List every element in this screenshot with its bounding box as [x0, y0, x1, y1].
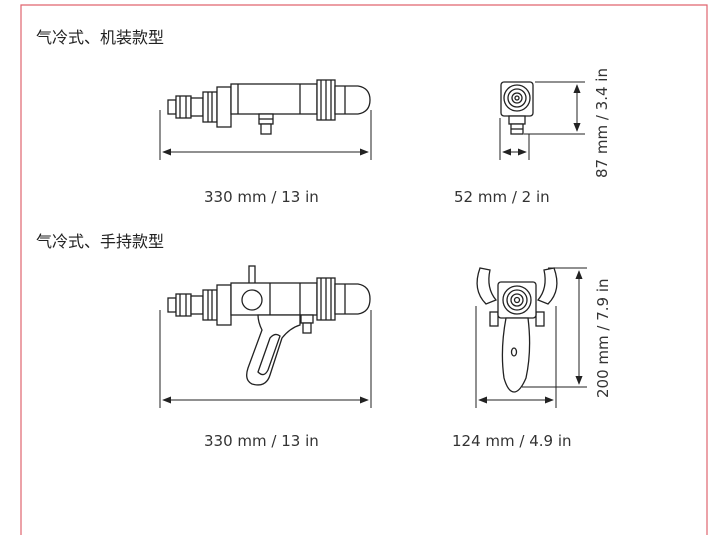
height-label-1: 87 mm / 3.4 in	[593, 68, 611, 178]
side-width-dimension-1	[159, 110, 372, 160]
machine-mounted-front-view	[500, 81, 534, 135]
frame-border	[20, 4, 708, 535]
front-width-dimension-1	[499, 81, 585, 160]
section-title-machine-mounted: 气冷式、机装款型	[36, 28, 165, 47]
machine-mounted-side-view	[167, 79, 371, 135]
section-title-handheld: 气冷式、手持款型	[36, 232, 165, 251]
handheld-side-view	[167, 265, 371, 386]
front-dimensions-2	[475, 267, 587, 408]
front-width-label-2: 124 mm / 4.9 in	[452, 432, 572, 450]
side-width-label-2: 330 mm / 13 in	[204, 432, 319, 450]
side-width-label-1: 330 mm / 13 in	[204, 188, 319, 206]
height-label-2: 200 mm / 7.9 in	[594, 278, 612, 398]
front-width-label-1: 52 mm / 2 in	[454, 188, 550, 206]
handheld-front-view	[476, 267, 558, 393]
side-width-dimension-2	[159, 310, 372, 408]
